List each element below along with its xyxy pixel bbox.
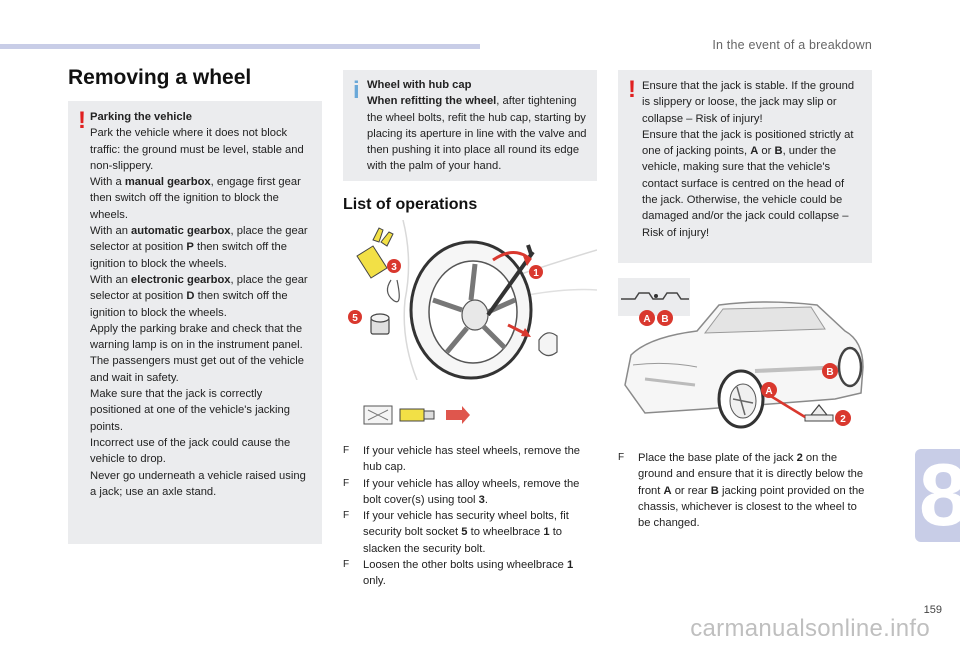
rear-wheel-icon <box>837 346 863 388</box>
jack-warning-text-1: Ensure that the jack is stable. If the g… <box>642 80 855 125</box>
operations-list: F If your vehicle has steel wheels, remo… <box>343 443 597 590</box>
wheel-removal-illustration: 3 1 5 <box>348 220 597 380</box>
jacking-point-inset <box>618 278 690 316</box>
wheelbrace-icon <box>486 244 535 317</box>
svg-text:B: B <box>661 314 668 325</box>
hubcap-heading: Wheel with hub cap <box>367 79 472 91</box>
parking-warning-box: ! Parking the vehicle Park the vehicle w… <box>68 101 322 544</box>
info-icon: i <box>353 77 360 104</box>
operations-heading: List of operations <box>343 196 478 213</box>
jack-warning-box: ! Ensure that the jack is stable. If the… <box>618 70 872 263</box>
svg-text:5: 5 <box>352 313 358 324</box>
parking-text-7: Make sure that the jack is correctly pos… <box>90 388 290 433</box>
socket-detail-illustration <box>363 405 470 425</box>
callout-2: 2 <box>835 410 851 426</box>
hubcap-text: When refitting the wheel, after tighteni… <box>367 95 587 173</box>
arrow-head-icon <box>521 328 531 337</box>
security-socket-icon <box>370 313 390 335</box>
jack-icon <box>768 393 834 422</box>
list-item: F Place the base plate of the jack 2 on … <box>618 452 865 530</box>
turn-arrow-icon <box>492 251 533 262</box>
jack-placement-step: F Place the base plate of the jack 2 on … <box>618 450 872 531</box>
callout-1: 1 <box>529 265 543 279</box>
list-item: F Loosen the other bolts using wheelbrac… <box>343 559 574 588</box>
parking-text-6: The passengers must get out of the vehic… <box>90 355 304 384</box>
svg-text:A: A <box>643 314 650 325</box>
watermark: carmanualsonline.info <box>690 615 930 642</box>
parking-text-1: Park the vehicle where it does not block… <box>90 127 304 172</box>
svg-text:3: 3 <box>391 262 397 273</box>
section-title: In the event of a breakdown <box>712 38 872 52</box>
parking-text-5: Apply the parking brake and check that t… <box>90 322 303 352</box>
car-icon <box>624 301 864 414</box>
wheel-icon <box>409 240 533 380</box>
parking-text-manual: With a manual gearbox, engage first gear… <box>90 176 301 221</box>
list-item: F If your vehicle has security wheel bol… <box>343 510 569 555</box>
chapter-tab: 8 <box>915 449 960 542</box>
car-jacking-illustration: A B A B 2 <box>618 278 864 429</box>
parking-text-auto: With an automatic gearbox, place the gea… <box>90 225 308 270</box>
bolt-cover-icon <box>538 332 558 357</box>
svg-text:A: A <box>765 386 772 397</box>
svg-text:2: 2 <box>840 414 846 425</box>
list-item: F If your vehicle has steel wheels, remo… <box>343 445 581 474</box>
warning-exclamation-icon: ! <box>628 76 636 103</box>
chapter-number: 8 <box>919 445 960 544</box>
callout-b: B <box>822 363 838 379</box>
svg-text:B: B <box>826 367 833 378</box>
svg-text:1: 1 <box>533 268 539 279</box>
warning-exclamation-icon: ! <box>78 107 86 134</box>
hubcap-info-box: i Wheel with hub cap When refitting the … <box>343 70 597 181</box>
callout-3: 3 <box>387 259 401 273</box>
jack-warning-text-2: Ensure that the jack is positioned stric… <box>642 128 854 239</box>
parking-text-8: Incorrect use of the jack could cause th… <box>90 436 291 466</box>
parking-text-electronic: With an electronic gearbox, place the ge… <box>90 273 308 319</box>
front-wheel-icon <box>717 369 765 429</box>
callout-a-inset: A <box>639 310 655 326</box>
page-number: 159 <box>923 604 942 616</box>
page-title: Removing a wheel <box>68 66 252 89</box>
callout-b-inset: B <box>657 310 673 326</box>
header-bar <box>0 44 480 49</box>
parking-text-9: Never go underneath a vehicle raised usi… <box>90 469 306 498</box>
callout-a: A <box>761 382 777 398</box>
arrow-head-icon <box>523 256 531 266</box>
callout-5: 5 <box>348 310 362 324</box>
parking-heading: Parking the vehicle <box>90 111 192 123</box>
list-item: F If your vehicle has alloy wheels, remo… <box>343 477 580 506</box>
tool-3-icon <box>356 227 400 303</box>
